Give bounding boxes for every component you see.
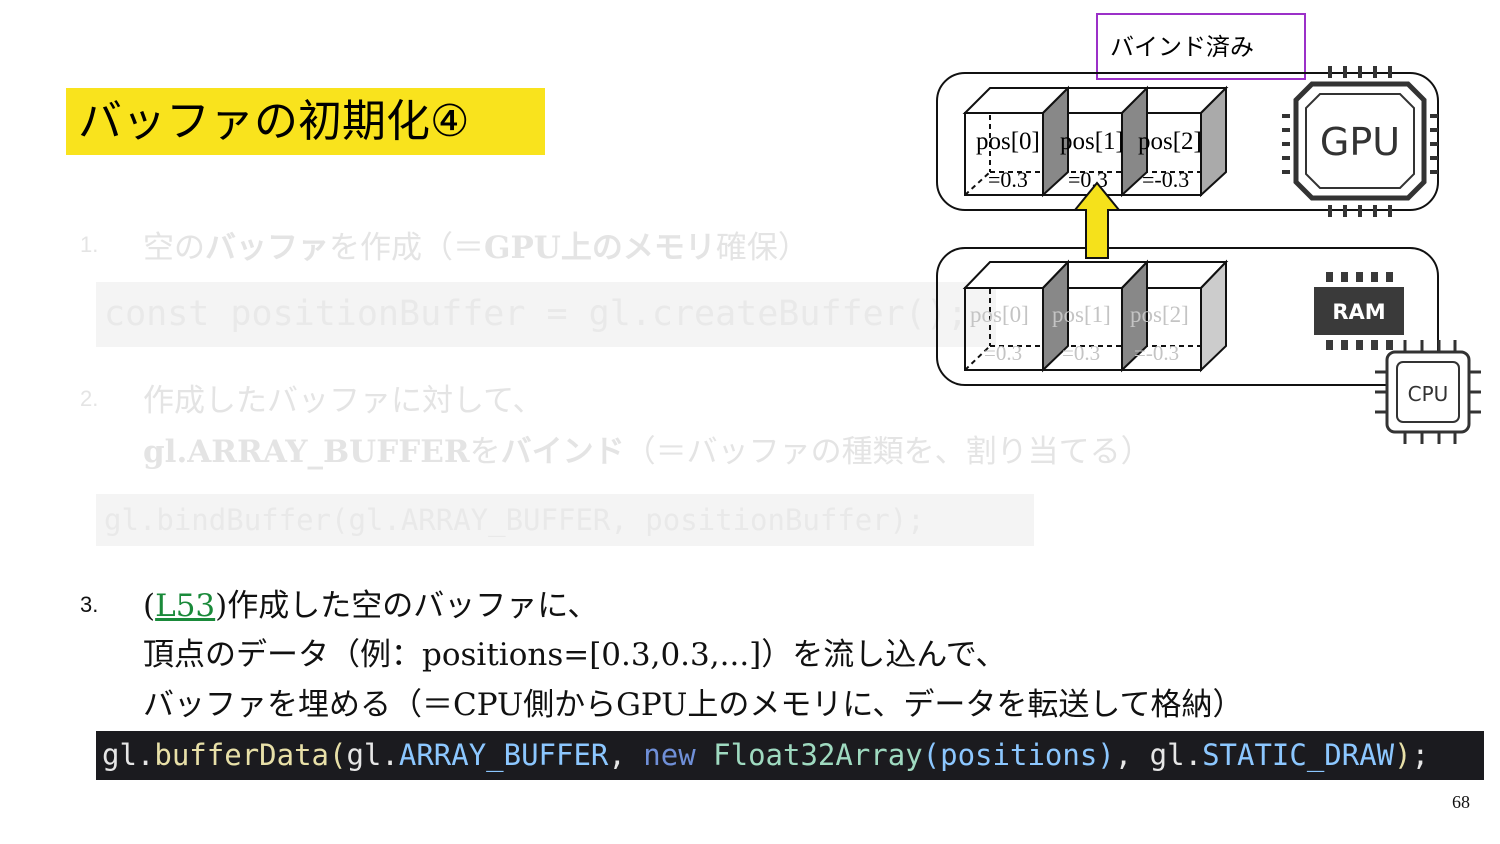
- code-token: gl.: [102, 738, 155, 772]
- step-1-text-d: GPU上のメモリ: [484, 230, 716, 266]
- code-token: positions: [940, 738, 1098, 772]
- step-3-line1: (L53)作成した空のバッファに、: [143, 580, 598, 625]
- step-3-number: 3.: [80, 592, 99, 617]
- code-token: STATIC_DRAW: [1202, 738, 1395, 772]
- step-2-line2-c: バインド: [500, 434, 625, 470]
- step-1-text: 空のバッファを作成（＝GPU上のメモリ確保）: [143, 222, 809, 267]
- code-token: ARRAY_BUFFER: [398, 738, 609, 772]
- code-token: ;: [1411, 738, 1430, 772]
- step-2-line1: 作成したバッファに対して、: [143, 383, 544, 419]
- gpu-cell-1-name: pos[1]: [1060, 128, 1124, 155]
- ram-cells: [962, 259, 1229, 373]
- gpu-cell-2-value: =-0.3: [1142, 167, 1189, 192]
- ram-cell-1-name: pos[1]: [1052, 302, 1111, 327]
- step-1-text-b: バッファ: [205, 230, 329, 266]
- step-2-code-a: gl.: [104, 503, 157, 537]
- ram-cell-2-value: =-0.3: [1134, 341, 1179, 365]
- ram-memory-box: [936, 247, 1439, 386]
- code-token: Float32Array: [713, 738, 923, 772]
- page-title: バッファの初期化④: [66, 88, 545, 155]
- gpu-cell-2-name: pos[2]: [1138, 128, 1202, 155]
- cpu-icon: [1375, 340, 1481, 444]
- ram-cell-2-name: pos[2]: [1130, 302, 1189, 327]
- line-link[interactable]: L53: [155, 588, 216, 624]
- bound-label-box: [1096, 13, 1306, 80]
- code-token: (: [922, 738, 941, 772]
- step-2-number: 2.: [80, 386, 99, 411]
- step-3-paren-open: (: [143, 588, 156, 624]
- ram-label: RAM: [1332, 300, 1385, 324]
- gpu-chip-icon: [1282, 66, 1438, 217]
- ram-icon: [1314, 272, 1404, 350]
- page-number: 68: [1452, 792, 1470, 812]
- step-1-text-c: を作成（＝: [329, 230, 484, 266]
- step-2-line2-a: gl.ARRAY_BUFFER: [143, 434, 470, 470]
- step-2-line2-b: を: [469, 434, 501, 470]
- gpu-memory-box: [936, 72, 1439, 211]
- step-1-code: const positionBuffer = gl.createBuffer()…: [96, 282, 996, 347]
- step-1-text-a: 空の: [143, 230, 205, 266]
- gpu-cell-0-name: pos[0]: [976, 128, 1040, 155]
- code-token: ): [1097, 738, 1115, 772]
- step-1-number: 1.: [80, 232, 99, 257]
- code-token: [696, 738, 713, 772]
- gpu-cell-1-value: =0.3: [1068, 167, 1108, 192]
- code-token: ,: [608, 738, 644, 772]
- step-2-code: gl.bindBuffer(gl.ARRAY_BUFFER, positionB…: [96, 494, 1034, 546]
- code-token: gl.: [346, 738, 399, 772]
- cpu-label: CPU: [1408, 382, 1449, 406]
- ram-cell-1-value: =0.3: [1062, 341, 1100, 365]
- code-token: (: [329, 738, 347, 772]
- bound-label: バインド済み: [1110, 33, 1254, 61]
- step-3-code: gl.bufferData(gl.ARRAY_BUFFER, new Float…: [96, 731, 1484, 780]
- step-2-code-e: , positionBuffer);: [610, 503, 925, 537]
- step-2-code-c: (gl.: [331, 503, 401, 537]
- step-3-line2: 頂点のデータ（例：positions=[0.3,0.3,...]）を流し込んで、: [143, 637, 1007, 673]
- step-3-line1-text: )作成した空のバッファに、: [215, 588, 599, 624]
- gpu-cells: [962, 85, 1229, 198]
- gpu-cell-0-value: =0.3: [988, 167, 1028, 192]
- code-token: new: [643, 738, 696, 772]
- code-token: bufferData: [154, 738, 329, 772]
- step-2-line2-d: （＝バッファの種類を、割り当てる）: [624, 434, 1152, 470]
- step-3-line3: バッファを埋める（＝CPU側からGPU上のメモリに、データを転送して格納）: [143, 687, 1244, 723]
- step-2-code-d: ARRAY_BUFFER: [400, 503, 611, 537]
- transfer-arrow-icon: [1072, 181, 1122, 259]
- gpu-label: GPU: [1320, 120, 1400, 164]
- code-token: , gl.: [1114, 738, 1203, 772]
- step-2-line2: gl.ARRAY_BUFFERをバインド（＝バッファの種類を、割り当てる）: [143, 426, 1152, 471]
- step-1-text-e: 確保）: [715, 230, 809, 266]
- code-token: ): [1394, 738, 1412, 772]
- step-2-code-b: bindBuffer: [156, 503, 331, 537]
